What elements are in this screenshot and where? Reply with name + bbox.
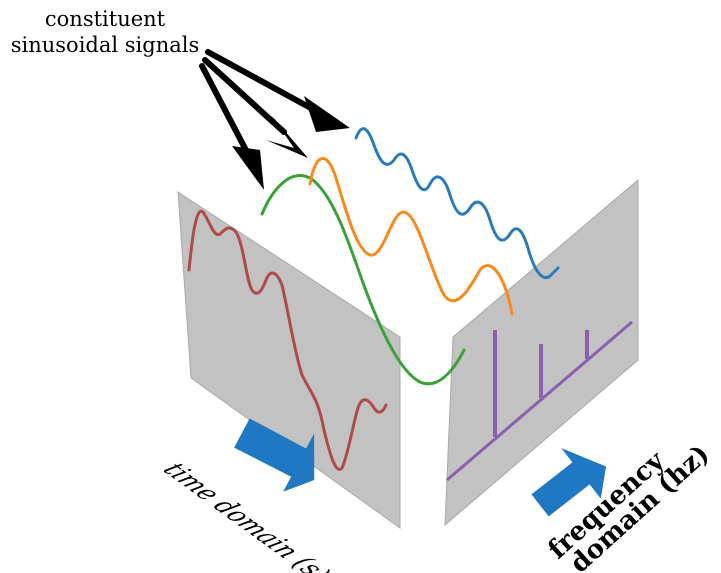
frequency-domain-arrow [531,448,607,517]
callout-arrowhead-blue [304,96,350,132]
callout-arrowhead-green [232,146,264,190]
callout-label: constituent sinusoidal signals [0,6,210,58]
callout-label-line1: constituent [44,7,166,31]
time-domain-panel [177,191,401,529]
frequency-axis-line [446,320,633,482]
callout-label-line2: sinusoidal signals [10,33,200,57]
sinusoid-high-frequency [354,127,560,279]
callout-arrow-shaft-blue [205,49,321,115]
callout-arrow-shaft-green [199,63,251,157]
time-domain-signal [187,209,388,471]
callout-arrows [199,49,350,190]
sinusoid-mid-frequency [308,157,514,316]
sinusoid-low-frequency [260,174,466,386]
time-domain-arrow [234,418,315,492]
callout-arrowhead-orange [266,116,308,158]
callout-arrow-shaft-orange [202,57,287,135]
